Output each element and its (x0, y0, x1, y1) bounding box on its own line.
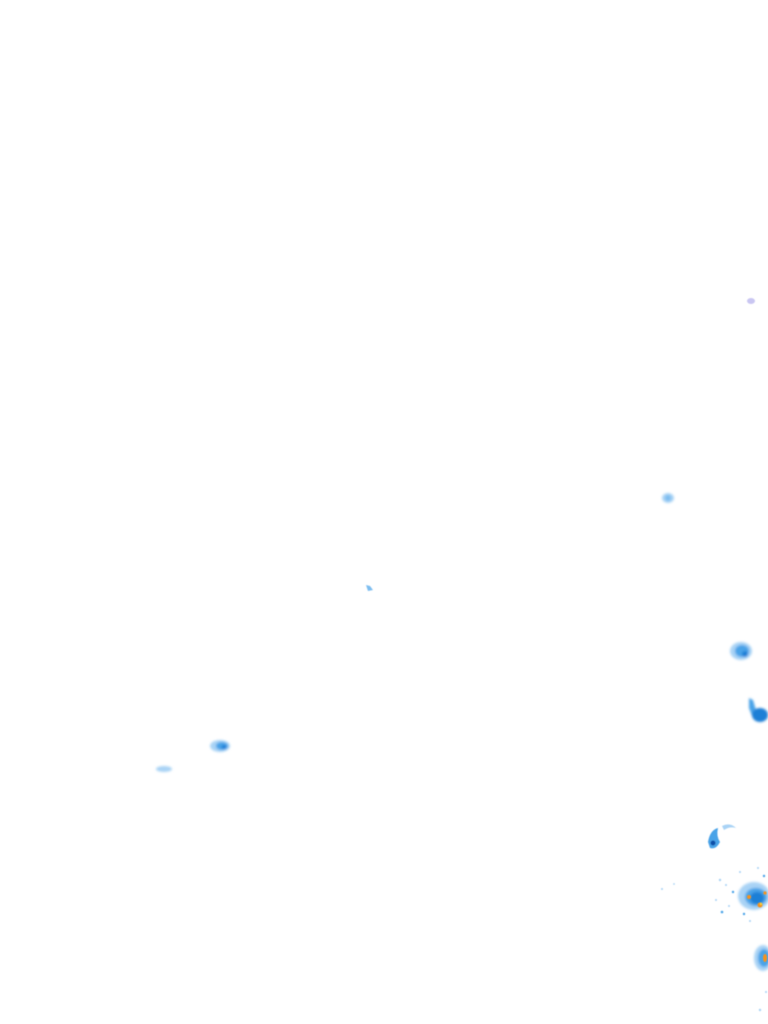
precip-echo-2 (662, 493, 674, 503)
echo-9-cell-c (759, 902, 763, 906)
speckle (742, 912, 746, 916)
precip-echo-5 (156, 766, 172, 772)
echo-4-core (742, 651, 748, 657)
precip-echo-10 (754, 945, 768, 1012)
speckle (758, 1008, 762, 1012)
echo-9-cell-d (763, 891, 767, 895)
speckle (731, 890, 735, 894)
speckle (725, 884, 727, 886)
speckle (749, 920, 751, 922)
echo-10-core (763, 954, 767, 962)
echo-2-core (665, 495, 671, 501)
precip-echo-8 (708, 824, 736, 849)
echo-9-deep (750, 892, 764, 904)
precip-echo-1 (747, 298, 755, 304)
echo-9-cell-a (747, 895, 751, 899)
precip-echo-6 (210, 740, 230, 752)
echo-7-core (752, 708, 768, 722)
speckle (661, 888, 663, 890)
echo-1-core (747, 298, 755, 304)
speckle (757, 867, 759, 869)
speckle (765, 991, 767, 993)
echo-8-core (710, 840, 716, 846)
echo-6-core (221, 745, 227, 749)
echo-9-speckles (661, 867, 766, 922)
echo-8-hook (708, 828, 720, 849)
speckle (718, 878, 722, 882)
echo-3-core (366, 585, 373, 591)
echo-5-core (156, 766, 172, 772)
echo-8-arc (722, 824, 736, 830)
speckle (739, 871, 741, 873)
precip-echo-9 (661, 867, 768, 922)
speckle (762, 874, 766, 878)
speckle (673, 883, 675, 885)
precip-echo-3 (366, 585, 373, 591)
precip-echo-7 (749, 698, 768, 722)
speckle (715, 899, 717, 901)
speckle (720, 910, 724, 914)
precip-echo-4 (730, 642, 752, 660)
speckle (728, 905, 730, 907)
